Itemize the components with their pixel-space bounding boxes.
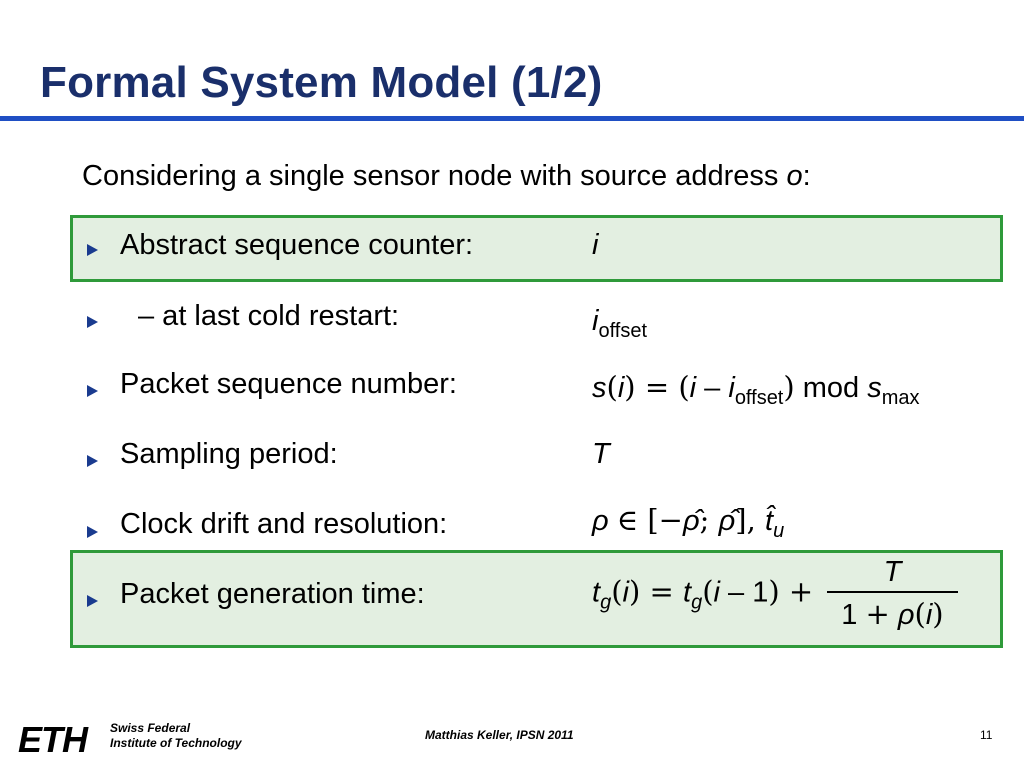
item-label: Sampling period: xyxy=(120,438,338,470)
item-label: Packet sequence number: xyxy=(120,368,457,400)
footer-author: Matthias Keller, IPSN 2011 xyxy=(425,728,574,742)
bullet-arrow-icon xyxy=(87,385,98,397)
bullet-arrow-icon xyxy=(87,244,98,256)
item-formula: tg(i) = tg(i – 1) + T 1 + ρ(i) xyxy=(592,556,958,632)
institution-name: Swiss Federal Institute of Technology xyxy=(110,721,242,750)
item-formula: ρ ∈ [−ρ̂; ρ̂], t̂u xyxy=(592,503,785,542)
bullet-arrow-icon xyxy=(87,595,98,607)
item-label: – at last cold restart: xyxy=(138,300,400,332)
item-label: Packet generation time: xyxy=(120,578,425,610)
item-label: Clock drift and resolution: xyxy=(120,508,448,540)
page-number: 11 xyxy=(980,728,993,742)
item-formula: s(i) = (i – ioffset) mod smax xyxy=(592,370,920,409)
fraction: T 1 + ρ(i) xyxy=(827,556,958,632)
highlight-box-generation-time xyxy=(70,550,1003,648)
intro-line: Considering a single sensor node with so… xyxy=(82,160,811,193)
intro-colon: : xyxy=(802,160,811,192)
item-formula: T xyxy=(592,438,610,470)
item-formula: ioffset xyxy=(592,305,648,342)
item-label: Abstract sequence counter: xyxy=(120,229,474,261)
highlight-box-sequence-counter xyxy=(70,215,1003,282)
bullet-arrow-icon xyxy=(87,316,98,328)
title-divider xyxy=(0,116,1024,121)
bullet-arrow-icon xyxy=(87,526,98,538)
intro-variable: o xyxy=(786,160,803,192)
eth-logo: ETH xyxy=(18,719,88,760)
intro-text: Considering a single sensor node with so… xyxy=(82,160,779,192)
bullet-arrow-icon xyxy=(87,455,98,467)
item-formula: i xyxy=(592,229,599,261)
slide-title: Formal System Model (1/2) xyxy=(40,58,603,107)
